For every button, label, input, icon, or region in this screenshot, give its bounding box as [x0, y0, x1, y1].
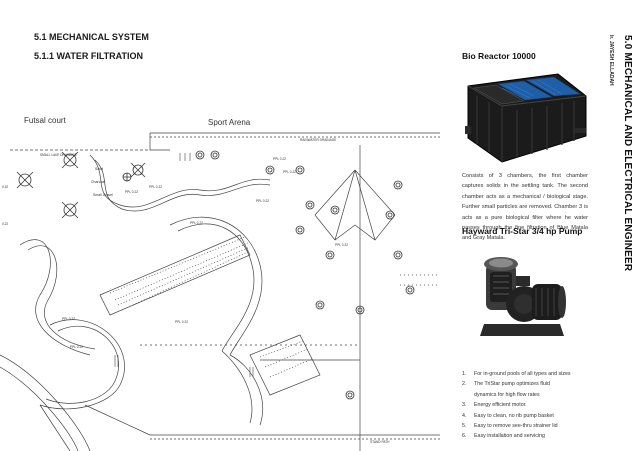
bio-reactor-title: Bio Reactor 10000 [462, 51, 536, 61]
rainwater-drainage-label: RAINWATER DRAINAGE [300, 138, 336, 142]
stand-path-label: STAND PATH [370, 440, 390, 444]
bio-reactor-image [462, 66, 588, 166]
pump-image [476, 246, 568, 346]
edge-label: 0.22 [2, 222, 8, 226]
pipe-label: PPL 0.22 [175, 320, 188, 324]
sidebar [607, 0, 638, 451]
pipe-label: PPL 0.22 [125, 190, 138, 194]
filter-sand-label: Sand [95, 167, 103, 171]
pipe-label: PPL 0.22 [273, 157, 286, 161]
futsal-court-label: Futsal court [24, 116, 67, 125]
list-item: dynamics for high flow rates [474, 391, 540, 398]
pipe-label: PPL 0.22 [190, 221, 203, 225]
pipe-label: PPL 0.22 [149, 185, 162, 189]
list-item: 3.Energy efficient motor. [462, 402, 527, 409]
filter-charcoal-label: Charcoal [91, 180, 105, 184]
pipe-label: PPL 0.22 [283, 170, 296, 174]
section-heading: 5.1 MECHANICAL SYSTEM [34, 32, 149, 42]
sidebar-author: Ir. JAYESH ELLADAH [608, 35, 614, 86]
edge-label: 0.22 [2, 185, 8, 189]
small-lake-drainage-label: SMALL LAKE DRAINAGE [40, 153, 77, 157]
site-plan-drawing: Futsal court Sport Arena RAINWATER DRAIN… [0, 105, 440, 451]
pipe-label: PPL 0.22 [256, 199, 269, 203]
sport-arena-label: Sport Arena [208, 118, 251, 127]
pipe-label: PPL 0.22 [335, 243, 348, 247]
bio-reactor-description: Consists of 3 chambers, the first chambe… [462, 173, 588, 242]
pump-features-list: 1.For in-ground pools of all types and s… [462, 369, 602, 442]
list-item: 6.Easy installation and servicing [462, 433, 545, 440]
filter-gravel-label: Small Gravel [93, 193, 113, 197]
pipe-label: PPL 0.22 [70, 345, 83, 349]
sidebar-title: 5.0 MECHANICAL AND ELECTRICAL ENGINEER [622, 35, 633, 272]
pump-title: Hayward Tri-Star 3/4 hp Pump [462, 226, 583, 236]
subsection-heading: 5.1.1 WATER FILTRATION [34, 51, 144, 61]
pipe-label: PPL 0.22 [62, 317, 75, 321]
list-item: 1.For in-ground pools of all types and s… [462, 371, 571, 377]
list-item: 2.The TriStar pump optimizes fluid [462, 381, 550, 388]
list-item: 5.Easy to remove see-thru strainer lid [462, 423, 558, 430]
list-item: 4.Easy to clean, no rib pump basket [462, 412, 554, 419]
